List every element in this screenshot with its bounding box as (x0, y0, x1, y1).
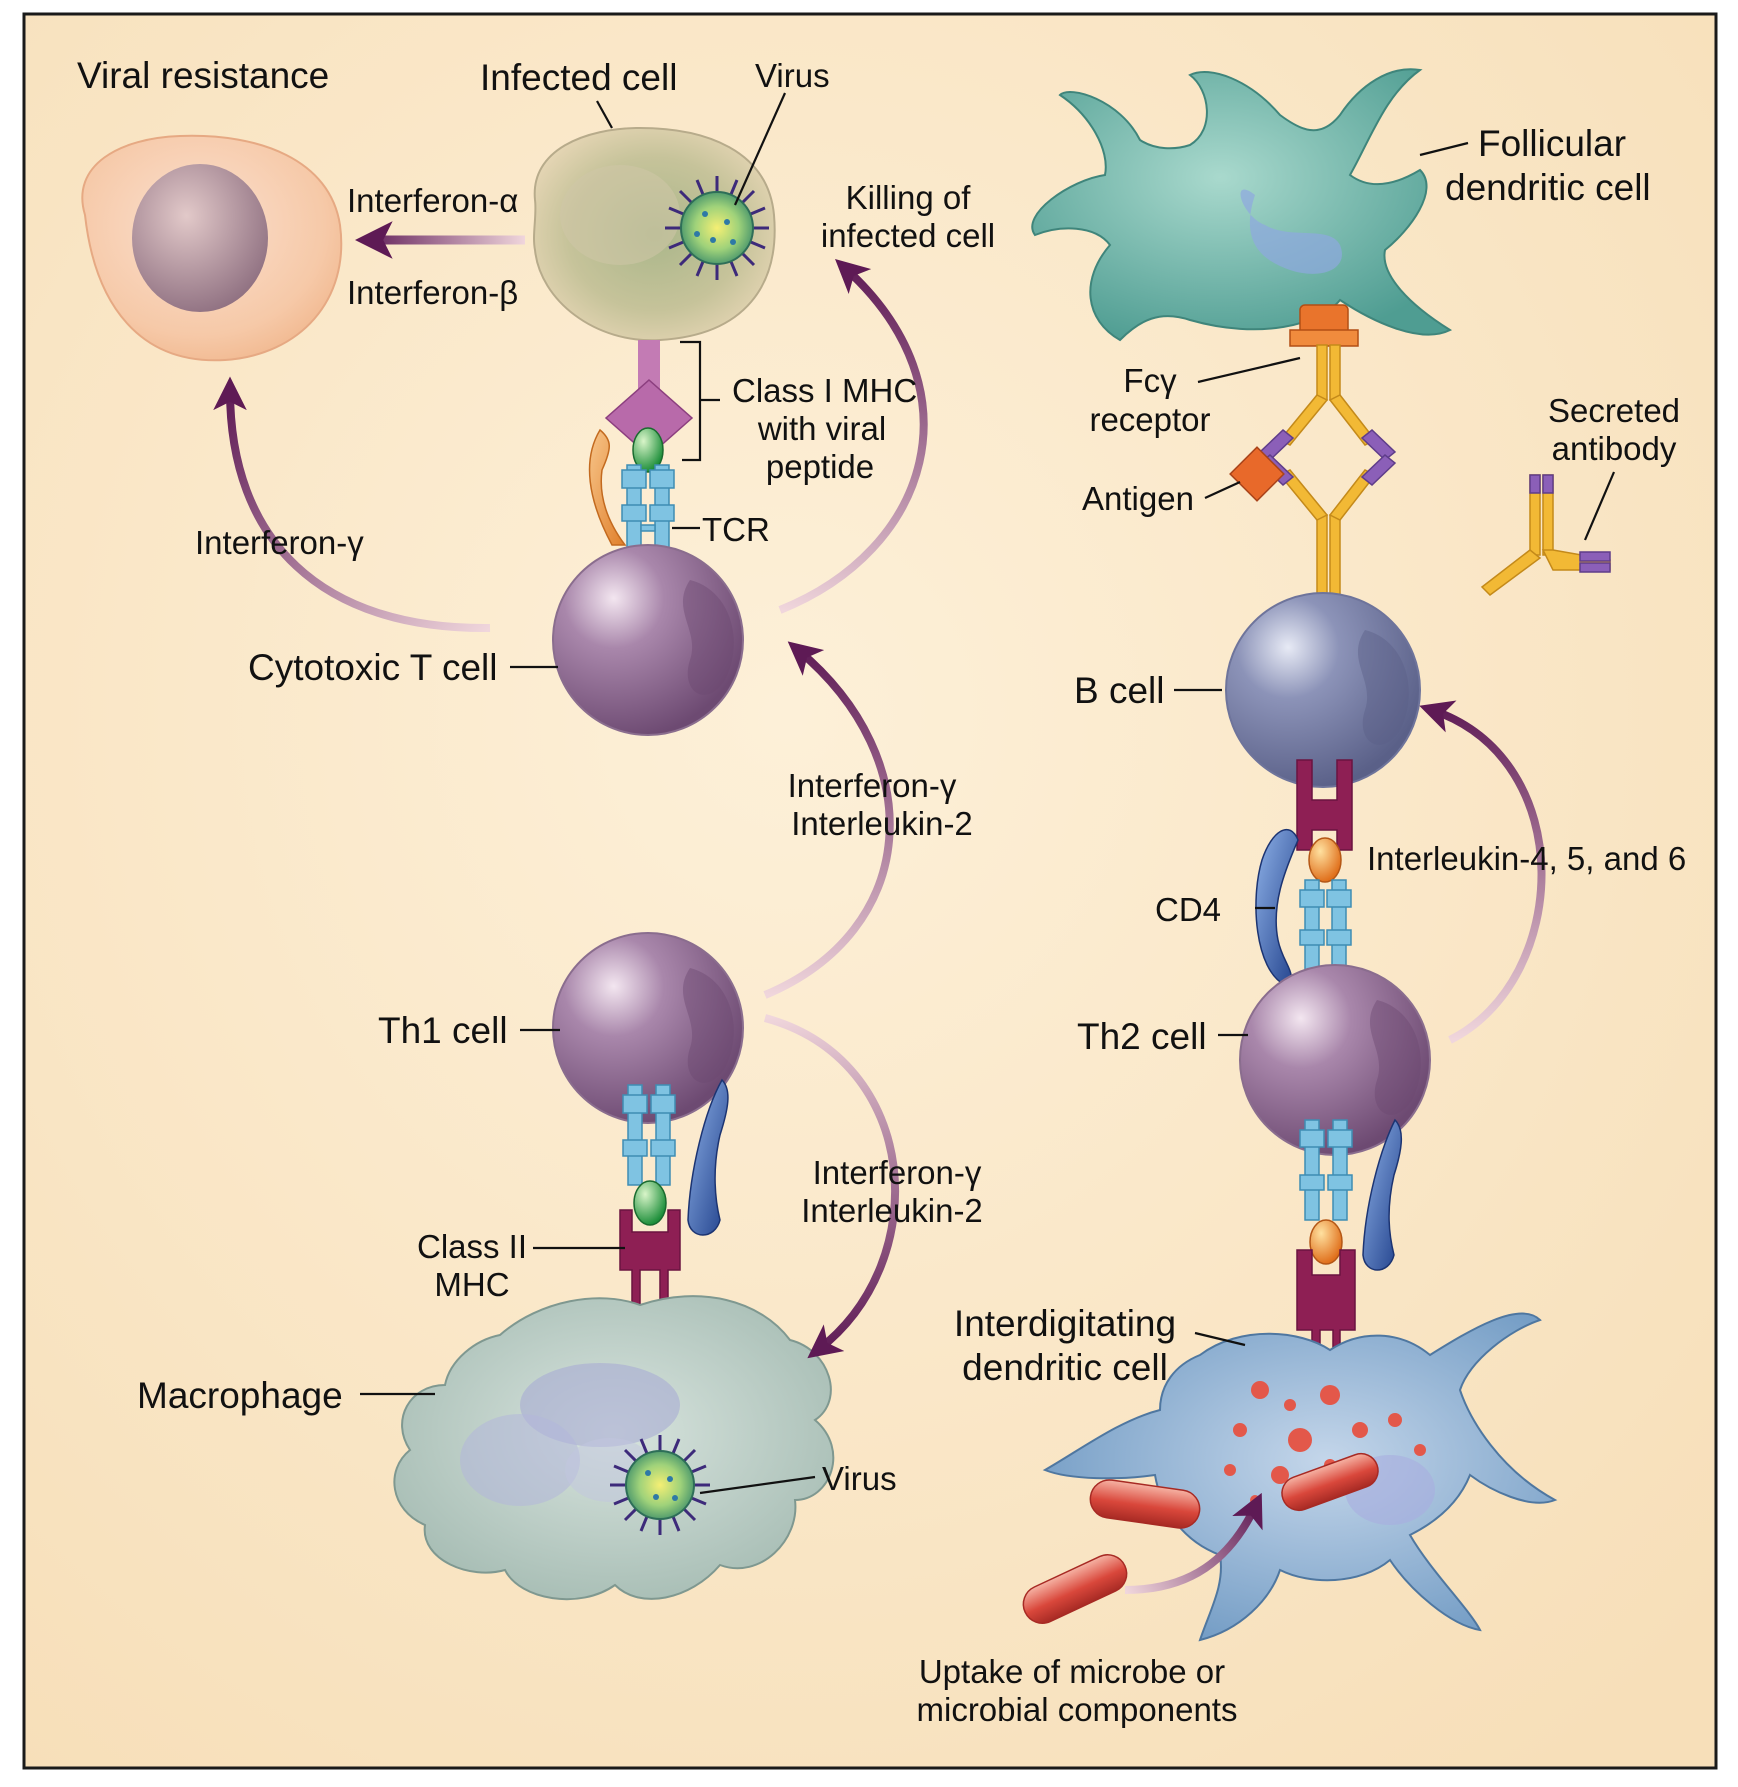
class-one-label-line1: Class I MHC (732, 372, 917, 409)
cd4-molecule (1255, 828, 1299, 986)
interdigitating-label-line2: dendritic cell (962, 1347, 1168, 1388)
th1-cd4 (687, 1078, 729, 1236)
killing-label-line1: Killing of (846, 179, 972, 216)
infected-cell-label: Infected cell (480, 57, 677, 98)
th1-to-cytotoxic-arrow (763, 641, 894, 999)
interdigitating-leader (1194, 1331, 1246, 1347)
secreted-antibody-icon (1480, 474, 1611, 596)
th1-cell (552, 932, 744, 1124)
th1-tcr (622, 1084, 676, 1186)
fc-label-line1: Fcγ (1123, 362, 1177, 399)
killing-arrow (778, 258, 928, 614)
idc-peptide (1309, 1219, 1343, 1265)
interferon-gamma-arrow (213, 376, 491, 633)
infected-cell (533, 126, 776, 342)
infected-cell-leader (596, 100, 613, 129)
th2-tcr-lower (1299, 1119, 1353, 1221)
class-one-mhc (604, 340, 694, 473)
virus-top-leader (733, 92, 787, 206)
cd8-coreceptor (588, 428, 627, 546)
th2-to-b-cell-arrow (1419, 700, 1546, 1044)
virus-bottom-label: Virus (822, 1460, 897, 1497)
uptake-label-line2: microbial components (917, 1691, 1238, 1728)
class-one-label-line3: peptide (766, 448, 874, 485)
th2-cell (1239, 964, 1431, 1156)
interferon-gamma-left-label: Interferon-γ (195, 524, 364, 561)
virus-bottom-leader (699, 1475, 816, 1495)
class-two-mhc (619, 1180, 681, 1311)
ifn-il2-upper-line2: Interleukin-2 (791, 805, 973, 842)
macrophage-label: Macrophage (137, 1375, 343, 1416)
viral-resistance-label: Viral resistance (77, 55, 329, 96)
bacterium-upper-icon (1089, 1479, 1201, 1529)
th1-to-macrophage-arrow (763, 1014, 900, 1359)
antigen-leader (1204, 480, 1241, 500)
class-one-label-line2: with viral (757, 410, 886, 447)
cytotoxic-t-cell (552, 544, 744, 736)
class-two-label-line2: MHC (434, 1266, 509, 1303)
viral-resistance-cell (81, 134, 343, 362)
class-two-label-line1: Class II (417, 1228, 527, 1265)
ifn-il2-lower-line1: Interferon-γ (813, 1154, 982, 1191)
interdigitating-dendritic-cell (1042, 1312, 1558, 1642)
secreted-label-line2: antibody (1552, 430, 1677, 467)
th1-cell-label: Th1 cell (378, 1010, 508, 1051)
interleukin-456-label: Interleukin-4, 5, and 6 (1367, 840, 1686, 877)
follicular-label-line1: Follicular (1478, 123, 1626, 164)
th2-cell-label: Th2 cell (1077, 1016, 1207, 1057)
fc-gamma-receptor (1289, 304, 1359, 347)
b-cell-label: B cell (1074, 670, 1164, 711)
secreted-label-line1: Secreted (1548, 392, 1680, 429)
virus-top-label: Virus (755, 57, 830, 94)
macrophage-virus-icon (610, 1435, 710, 1535)
antigen-shape (1229, 446, 1285, 502)
uptake-label-line1: Uptake of microbe or (919, 1653, 1225, 1690)
secreted-antibody-leader (1583, 471, 1616, 541)
b-cell-peptide (1308, 837, 1342, 883)
follicular-dendritic-cell (1031, 68, 1453, 342)
cytotoxic-t-cell-label: Cytotoxic T cell (248, 647, 498, 688)
interdigitating-label-line1: Interdigitating (954, 1303, 1176, 1344)
t-cell-receptor (621, 464, 675, 566)
follicular-leader (1419, 141, 1469, 157)
fc-label-line2: receptor (1089, 401, 1210, 438)
antigen-label: Antigen (1082, 480, 1194, 517)
fc-receptor-leader (1197, 356, 1301, 384)
b-cell (1225, 592, 1421, 788)
th2-tcr-upper (1299, 879, 1352, 976)
tcr-label: TCR (702, 511, 770, 548)
interferon-alpha-label: Interferon-α (347, 182, 518, 219)
follicular-label-line2: dendritic cell (1445, 167, 1651, 208)
virus-particle-icon (665, 176, 769, 280)
cd4-label: CD4 (1155, 891, 1221, 928)
bacterium-lower-icon (1022, 1554, 1128, 1624)
th2-cd4-lower (1362, 1118, 1402, 1271)
ifn-il2-lower-line2: Interleukin-2 (801, 1192, 983, 1229)
macrophage (393, 1295, 835, 1601)
interferon-beta-label: Interferon-β (347, 274, 518, 311)
ifn-il2-upper-line1: Interferon-γ (788, 767, 957, 804)
uptake-arrow (1124, 1492, 1263, 1594)
killing-label-line2: infected cell (821, 217, 995, 254)
